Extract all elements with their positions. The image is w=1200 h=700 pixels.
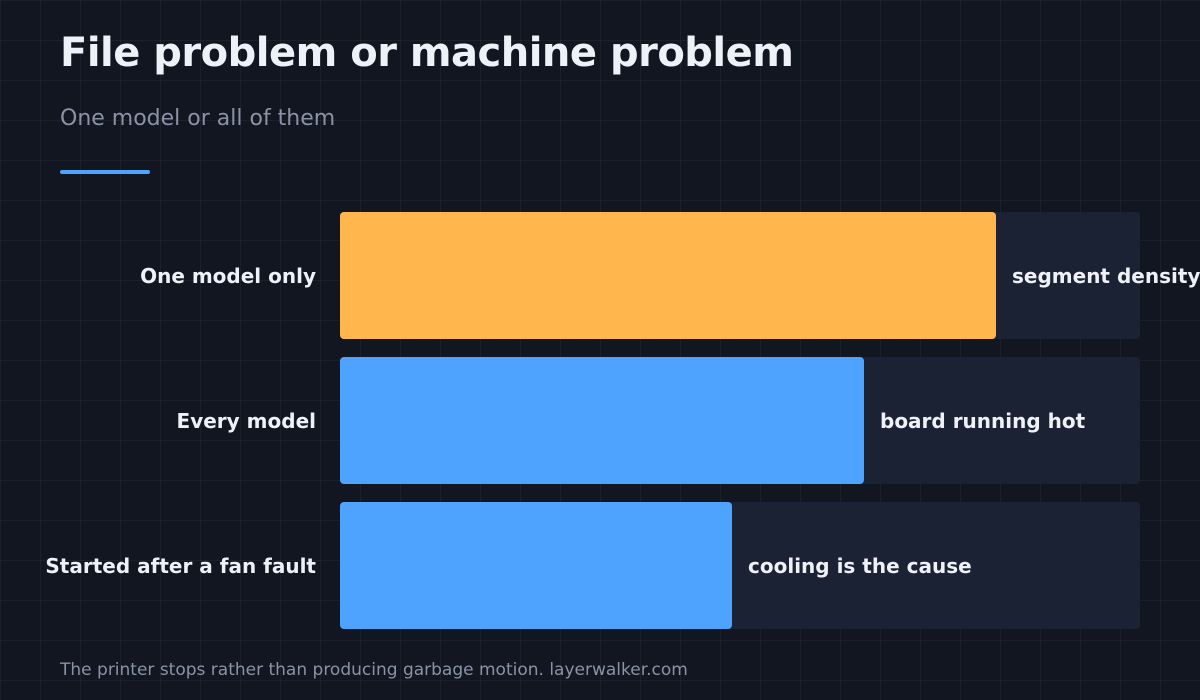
footer-note: The printer stops rather than producing …: [60, 660, 688, 680]
category-label: One model only: [140, 263, 316, 288]
category-label: Every model: [176, 408, 316, 433]
bar-row: Started after a fan fault cooling is the …: [0, 502, 1200, 629]
bar-row: Every model board running hot: [0, 357, 1200, 484]
accent-divider: [60, 170, 150, 174]
bar: [340, 502, 732, 629]
page-subtitle: One model or all of them: [60, 106, 336, 131]
bar-annotation: segment density: [1012, 263, 1200, 288]
category-label: Started after a fan fault: [45, 553, 316, 578]
page-title: File problem or machine problem: [60, 30, 794, 76]
bar-annotation: board running hot: [880, 408, 1086, 433]
bar-row: One model only segment density: [0, 212, 1200, 339]
bar: [340, 212, 996, 339]
bar-annotation: cooling is the cause: [748, 553, 972, 578]
bar: [340, 357, 864, 484]
